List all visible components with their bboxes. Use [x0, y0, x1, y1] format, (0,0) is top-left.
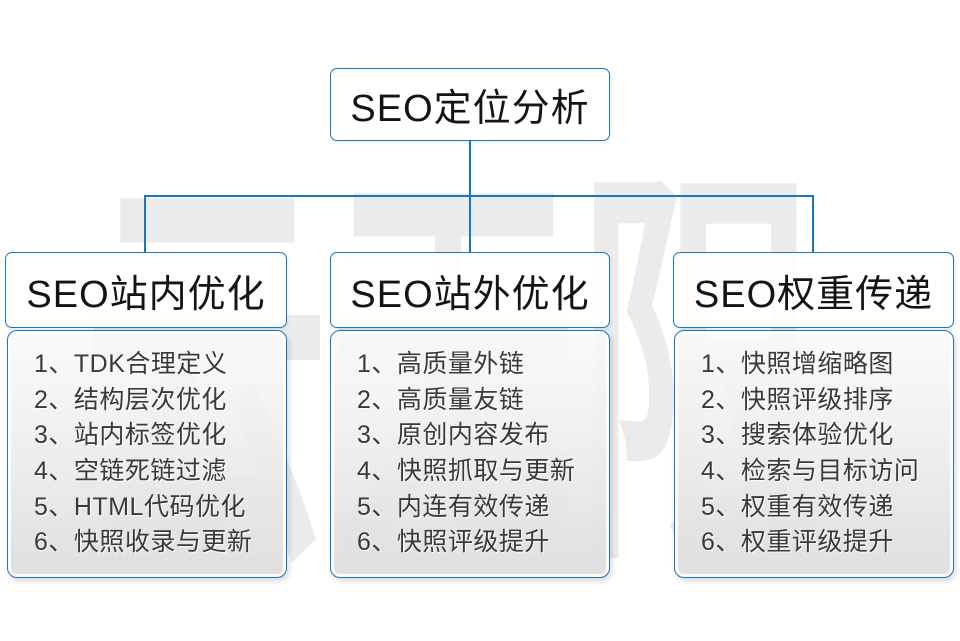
- column-header-title: SEO权重传递: [693, 273, 934, 316]
- list-item: 2、高质量友链: [357, 385, 525, 414]
- connector-drop-left: [144, 196, 146, 252]
- column-panel-onsite: 1、TDK合理定义 2、结构层次优化 3、站内标签优化 4、空链死链过滤 5、H…: [7, 330, 287, 578]
- list-item: 5、HTML代码优化: [34, 492, 246, 521]
- connector-drop-middle: [469, 196, 471, 252]
- list-item: 1、TDK合理定义: [34, 350, 228, 378]
- list-item: 5、权重有效传递: [701, 492, 894, 521]
- root-node-title: SEO定位分析: [350, 88, 590, 130]
- list-item: 4、空链死链过滤: [34, 457, 227, 486]
- list-item: 4、检索与目标访问: [701, 457, 920, 486]
- list-item: 5、内连有效传递: [357, 492, 550, 521]
- list-item: 6、权重评级提升: [701, 528, 894, 557]
- list-item: 4、快照抓取与更新: [357, 457, 576, 486]
- connector-horizontal: [144, 195, 814, 197]
- list-item: 2、快照评级排序: [701, 385, 894, 414]
- column-header-title: SEO站内优化: [26, 273, 266, 316]
- list-item: 3、站内标签优化: [34, 421, 227, 450]
- connector-root-stem: [469, 140, 471, 196]
- list-item: 3、搜索体验优化: [701, 421, 894, 450]
- column-header-title: SEO站外优化: [350, 273, 590, 316]
- list-item: 6、快照评级提升: [357, 528, 550, 557]
- list-item: 1、高质量外链: [357, 350, 525, 378]
- column-panel-offsite: 1、高质量外链 2、高质量友链 3、原创内容发布 4、快照抓取与更新 5、内连有…: [330, 330, 610, 578]
- column-panel-weight: 1、快照增缩略图 2、快照评级排序 3、搜索体验优化 4、检索与目标访问 5、权…: [674, 330, 954, 578]
- connector-drop-right: [812, 196, 814, 252]
- root-node: SEO定位分析: [330, 68, 610, 141]
- list-item: 1、快照增缩略图: [701, 350, 894, 378]
- list-item: 6、快照收录与更新: [34, 528, 253, 557]
- column-header-offsite: SEO站外优化: [330, 252, 610, 328]
- column-header-onsite: SEO站内优化: [5, 252, 287, 328]
- list-item: 2、结构层次优化: [34, 385, 227, 414]
- list-item: 3、原创内容发布: [357, 421, 550, 450]
- column-header-weight: SEO权重传递: [673, 252, 954, 328]
